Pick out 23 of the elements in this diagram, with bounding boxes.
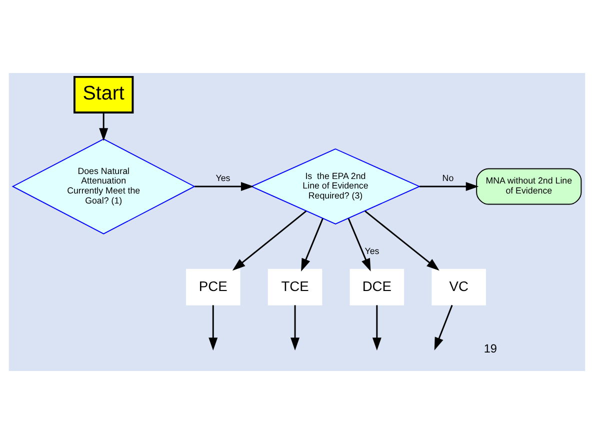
arrow xyxy=(301,218,324,272)
node-box: MNA without 2nd Line of Evidence xyxy=(476,168,582,205)
edge-label: No xyxy=(442,172,454,183)
arrow xyxy=(99,112,108,141)
label: 19 xyxy=(484,341,497,356)
node-diamond: Is the EPA 2nd Line of Evidence Required? (3) xyxy=(250,148,421,225)
node-box: TCE xyxy=(268,268,322,306)
arrow xyxy=(419,182,479,191)
arrow xyxy=(232,210,307,271)
arrow xyxy=(364,210,440,271)
node-box: Start xyxy=(74,76,134,114)
arrow xyxy=(434,304,453,350)
node-box: PCE xyxy=(186,268,240,306)
arrow xyxy=(290,305,300,350)
edge-label: Yes xyxy=(364,246,380,256)
node-box: VC xyxy=(432,268,486,306)
node-diamond: Does Natural Attenuation Currently Meet the Goal? (1) xyxy=(12,138,196,234)
arrow xyxy=(194,182,254,191)
arrow xyxy=(348,218,371,272)
edge-label: Yes xyxy=(216,172,230,183)
node-box: DCE xyxy=(350,268,404,306)
arrow xyxy=(208,305,218,350)
arrow xyxy=(372,305,382,350)
